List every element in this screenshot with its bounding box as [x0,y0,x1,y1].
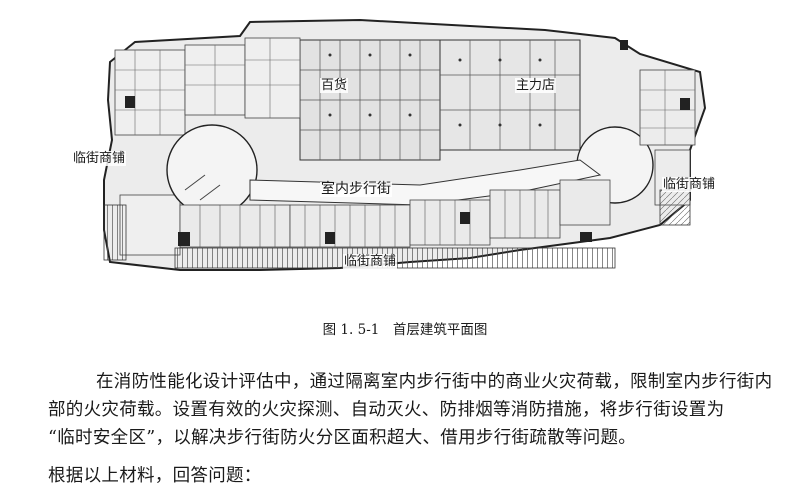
label-indoor-street: 室内步行街 [320,181,392,197]
figure-caption: 图 1. 5-1 首层建筑平面图 [322,322,488,338]
label-anchor-store: 主力店 [515,78,557,93]
floor-plan-figure: 百货 主力店 临街商铺 临街商铺 室内步行街 临街商铺 [72,18,717,271]
body-paragraph: 在消防性能化设计评估中，通过隔离室内步行街中的商业火灾荷载，限制室内步行街内 部… [0,368,810,452]
floor-plan-drawing [103,18,707,271]
label-department-store: 百货 [320,78,349,93]
label-street-shops-left: 临街商铺 [72,151,127,166]
paragraph-line-1: 在消防性能化设计评估中，通过隔离室内步行街中的商业火灾荷载，限制室内步行街内 [96,372,773,392]
label-street-shops-bottom: 临街商铺 [343,254,398,269]
question-prompt: 根据以上材料，回答问题： [48,466,262,486]
paragraph-line-3: “临时安全区”，以解决步行街防火分区面积超大、借用步行街疏散等问题。 [48,428,637,448]
paragraph-line-2: 部的火灾荷载。设置有效的火灾探测、自动灭火、防排烟等消防措施，将步行街设置为 [48,400,725,420]
label-street-shops-right: 临街商铺 [662,177,717,192]
